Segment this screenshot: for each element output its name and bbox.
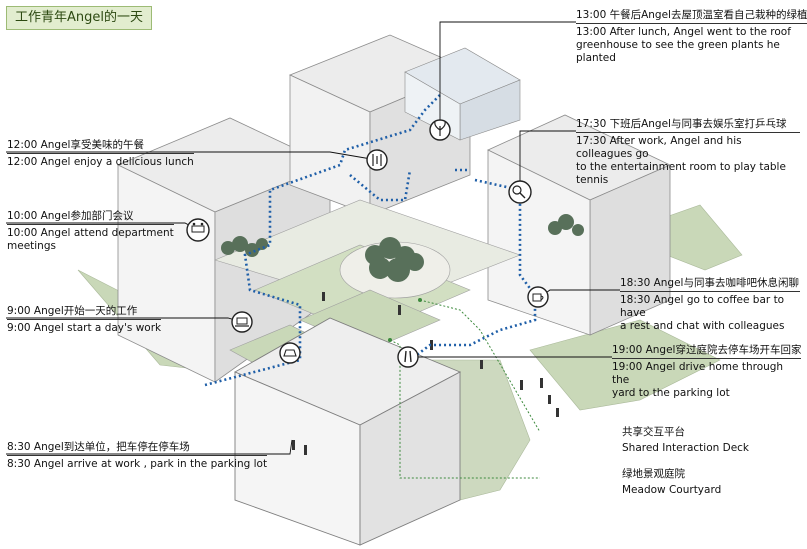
coffee-icon	[527, 286, 549, 308]
label-cn: 12:00 Angel享受美味的午餐	[7, 139, 194, 154]
label-en: Meadow Courtyard	[622, 484, 722, 496]
timeline-label-1900: 19:00 Angel穿过庭院去停车场开车回家 19:00 Angel driv…	[612, 344, 802, 400]
label-cn: 19:00 Angel穿过庭院去停车场开车回家	[612, 344, 802, 359]
label-en: 18:30 Angel go to coffee bar to have a r…	[620, 294, 785, 332]
label-en: 9:00 Angel start a day's work	[7, 322, 162, 334]
label-en: 19:00 Angel drive home through the yard …	[612, 361, 784, 399]
courtyard-trees	[221, 214, 584, 282]
space-pointer-dots	[388, 298, 422, 342]
walking-icon	[397, 346, 419, 368]
label-en: 12:00 Angel enjoy a delicious lunch	[7, 156, 194, 168]
label-en: 17:30 After work, Angel and his colleagu…	[576, 135, 786, 186]
meeting-icon	[186, 218, 210, 242]
label-en: 13:00 After lunch, Angel went to the roo…	[576, 26, 791, 64]
space-label-interaction-deck: 共享交互平台 Shared Interaction Deck	[622, 426, 749, 455]
label-en: 10:00 Angel attend department meetings	[7, 227, 174, 252]
dining-icon	[366, 149, 388, 171]
plant-icon	[429, 119, 451, 141]
timeline-label-1000: 10:00 Angel参加部门会议 10:00 Angel attend dep…	[7, 210, 174, 253]
label-en: Shared Interaction Deck	[622, 442, 750, 454]
people-figures	[292, 292, 559, 455]
label-en: 8:30 Angel arrive at work , park in the …	[7, 458, 268, 470]
label-cn: 9:00 Angel开始一天的工作	[7, 305, 162, 320]
timeline-label-1730: 17:30 下班后Angel与同事去娱乐室打乒乓球 17:30 After wo…	[576, 118, 800, 187]
timeline-label-1300: 13:00 午餐后Angel去屋顶温室看自己栽种的绿植 13:00 After …	[576, 9, 807, 65]
parking-icon	[279, 342, 301, 364]
daily-route-path	[204, 94, 537, 387]
diagram-title: 工作青年Angel的一天	[6, 6, 152, 30]
label-cn: 绿地景观庭院	[622, 468, 685, 480]
label-cn: 13:00 午餐后Angel去屋顶温室看自己栽种的绿植	[576, 9, 807, 24]
timeline-label-0830: 8:30 Angel到达单位，把车停在停车场 8:30 Angel arrive…	[7, 441, 268, 471]
timeline-label-0900: 9:00 Angel开始一天的工作 9:00 Angel start a day…	[7, 305, 162, 335]
label-cn: 17:30 下班后Angel与同事去娱乐室打乒乓球	[576, 118, 800, 133]
label-cn: 共享交互平台	[622, 426, 685, 438]
timeline-label-1830: 18:30 Angel与同事去咖啡吧休息闲聊 18:30 Angel go to…	[620, 277, 800, 333]
label-cn: 18:30 Angel与同事去咖啡吧休息闲聊	[620, 277, 800, 292]
work-icon	[231, 311, 253, 333]
ping-pong-icon	[508, 180, 532, 204]
label-cn: 8:30 Angel到达单位，把车停在停车场	[7, 441, 268, 456]
space-pointer-lines	[389, 299, 541, 479]
label-cn: 10:00 Angel参加部门会议	[7, 210, 174, 225]
space-label-meadow-courtyard: 绿地景观庭院 Meadow Courtyard	[622, 468, 721, 497]
timeline-label-1200: 12:00 Angel享受美味的午餐 12:00 Angel enjoy a d…	[7, 139, 194, 169]
